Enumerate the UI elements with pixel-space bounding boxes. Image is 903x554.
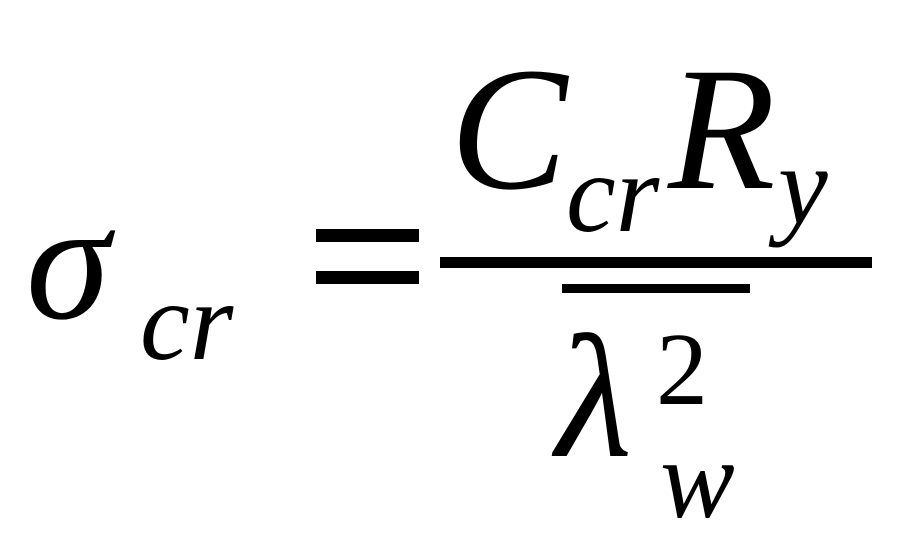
numerator-r-symbol: R xyxy=(668,32,776,227)
equals-sign-bottom-bar xyxy=(316,271,419,284)
sigma-symbol: σ xyxy=(26,167,110,355)
lambda-superscript: 2 xyxy=(656,312,708,427)
fraction-bar xyxy=(440,257,872,268)
numerator-r-subscript: y xyxy=(778,124,828,248)
sigma-subscript: cr xyxy=(140,260,234,384)
numerator-c-subscript: cr xyxy=(566,132,660,256)
lambda-symbol: λ xyxy=(556,300,633,495)
numerator-c-symbol: C xyxy=(450,32,568,227)
equals-sign-top-bar xyxy=(316,229,419,242)
denominator-overbar xyxy=(562,284,750,293)
lambda-subscript: w xyxy=(660,418,735,542)
